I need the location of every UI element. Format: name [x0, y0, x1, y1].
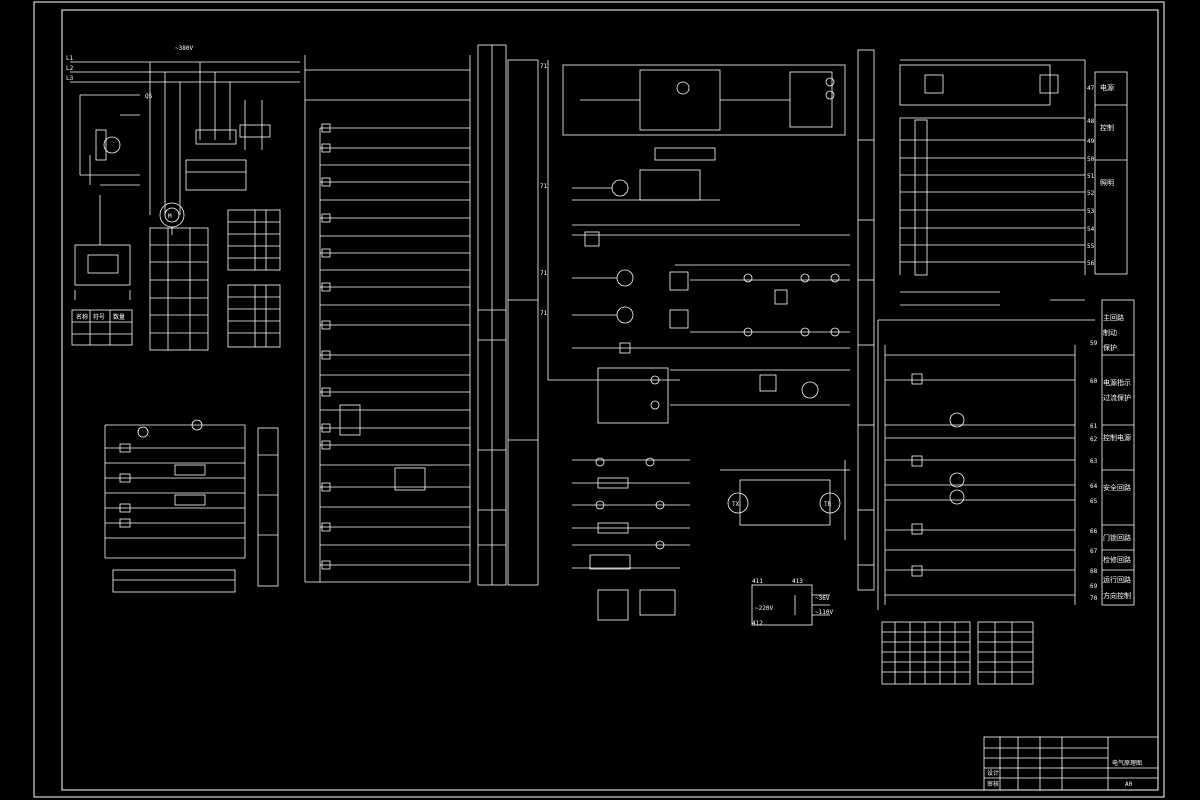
node-412: 412	[752, 620, 763, 627]
node-64: 64	[1090, 483, 1098, 490]
title-block	[983, 736, 1159, 791]
node-67: 67	[1090, 548, 1098, 555]
ac220-label: ~220V	[755, 605, 773, 612]
node-52: 52	[1087, 190, 1095, 197]
section-label-overcurrent: 过流保护	[1103, 393, 1131, 402]
phase-l2-label: L2	[66, 65, 74, 72]
node-54: 54	[1087, 226, 1095, 233]
section-label-control-power: 控制电源	[1103, 433, 1131, 442]
node-71-b: 71	[540, 183, 548, 190]
node-71-c: 71	[540, 270, 548, 277]
node-71-d: 71	[540, 310, 548, 317]
section-label-direction: 方向控制	[1103, 591, 1131, 600]
node-65: 65	[1090, 498, 1098, 505]
dc110-label: ~110V	[815, 609, 833, 616]
node-69: 69	[1090, 583, 1098, 590]
node-59: 59	[1090, 340, 1098, 347]
node-68: 68	[1090, 568, 1098, 575]
switch-qs-label: QS	[145, 93, 153, 100]
motor-tx-label: TX	[732, 501, 740, 508]
title-block-reviewer: 审核	[987, 780, 999, 788]
label-columns	[857, 49, 1095, 610]
ladder-control-section	[304, 44, 539, 586]
node-50: 50	[1087, 156, 1095, 163]
right-lower-ladder	[884, 299, 1135, 606]
node-51: 51	[1087, 173, 1095, 180]
contact-tables	[881, 621, 1034, 685]
node-62: 62	[1090, 436, 1098, 443]
node-411: 411	[752, 578, 763, 585]
node-66: 66	[1090, 528, 1098, 535]
node-61: 61	[1090, 423, 1098, 430]
node-53: 53	[1087, 208, 1095, 215]
section-label-door-lock: 门锁回路	[1103, 533, 1131, 542]
power-section	[70, 61, 300, 351]
table-header-qty: 数量	[113, 313, 125, 321]
phase-l1-label: L1	[66, 55, 74, 62]
section-label-main-circuit: 主回路	[1103, 313, 1124, 322]
dc36-label: ~36V	[815, 595, 830, 602]
section-label-brake: 制动	[1103, 328, 1117, 337]
section-label-lighting: 照明	[1100, 179, 1114, 187]
lower-left-control	[104, 419, 279, 593]
section-label-power: 电源	[1100, 83, 1114, 92]
section-label-inspection: 检修回路	[1103, 555, 1131, 564]
title-block-designer: 设计	[987, 769, 999, 777]
node-48: 48	[1087, 118, 1095, 125]
phase-l3-label: L3	[66, 75, 74, 82]
title-block-sheet-size: A0	[1125, 781, 1133, 788]
section-label-run: 运行回路	[1103, 575, 1131, 584]
node-47: 47	[1087, 85, 1095, 92]
node-60: 60	[1090, 378, 1098, 385]
section-label-safety: 安全回路	[1103, 483, 1131, 492]
section-label-protection: 保护	[1103, 343, 1117, 352]
node-63: 63	[1090, 458, 1098, 465]
outer-frame	[33, 1, 1165, 798]
supply-voltage-label: ~380V	[175, 45, 193, 52]
node-49: 49	[1087, 138, 1095, 145]
section-label-power-indicator: 电源指示	[1103, 378, 1131, 387]
node-56: 56	[1087, 260, 1095, 267]
inner-frame	[61, 9, 1159, 791]
right-upper-circuit	[899, 59, 1128, 306]
motor-m-label: M	[168, 213, 172, 220]
table-header-symbol: 符号	[93, 313, 105, 321]
node-413: 413	[792, 578, 803, 585]
motor-tr-label: TR	[824, 501, 832, 508]
table-header-name: 名称	[76, 313, 88, 321]
title-block-drawing-name: 电气原理图	[1112, 759, 1142, 767]
section-label-control: 控制	[1100, 123, 1114, 132]
node-71-a: 71	[540, 63, 548, 70]
node-55: 55	[1087, 243, 1095, 250]
central-drive-circuits	[547, 60, 850, 626]
node-70: 70	[1090, 595, 1098, 602]
